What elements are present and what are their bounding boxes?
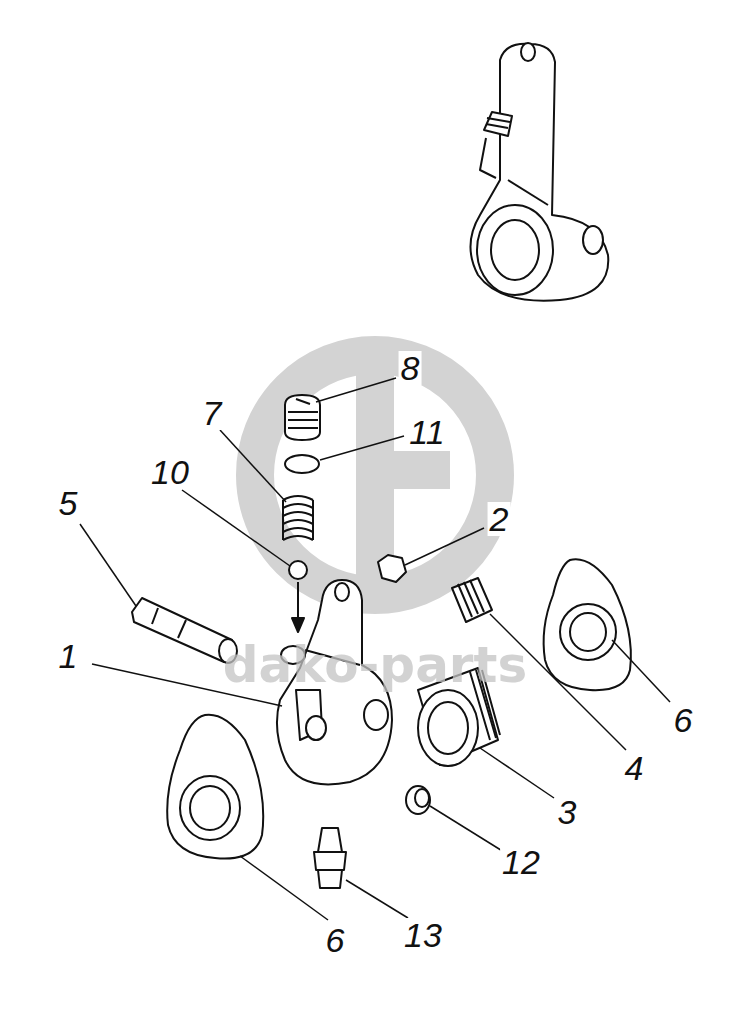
callout-number: 11 (407, 415, 446, 449)
callout-number: 7 (201, 396, 224, 430)
worm (452, 578, 492, 622)
callout-number: 6 (324, 923, 347, 957)
ring (285, 455, 319, 473)
callout-number: 13 (402, 918, 444, 952)
arrow-head (292, 618, 304, 632)
callout-number: 5 (57, 486, 80, 520)
watermark: dako-parts (223, 640, 527, 690)
watermark-logo (255, 355, 495, 595)
worm-shaft (132, 598, 237, 663)
bushing (406, 786, 430, 814)
cover-plate (544, 559, 631, 690)
callout-number: 2 (488, 502, 511, 536)
plug-nut (378, 555, 406, 582)
leader-lines (80, 378, 670, 920)
grease-fitting (314, 828, 346, 888)
ball (289, 561, 307, 579)
callout-number: 10 (149, 455, 191, 489)
callout-number: 12 (500, 845, 542, 879)
callout-number: 1 (57, 639, 80, 673)
assembled-adjuster (470, 43, 608, 301)
adjusting-screw (285, 395, 320, 440)
spring (283, 496, 313, 540)
cover-plate (167, 715, 263, 859)
callout-number: 8 (399, 351, 422, 385)
callout-number: 4 (623, 751, 646, 785)
callout-number: 3 (556, 795, 579, 829)
callout-number: 6 (672, 703, 695, 737)
